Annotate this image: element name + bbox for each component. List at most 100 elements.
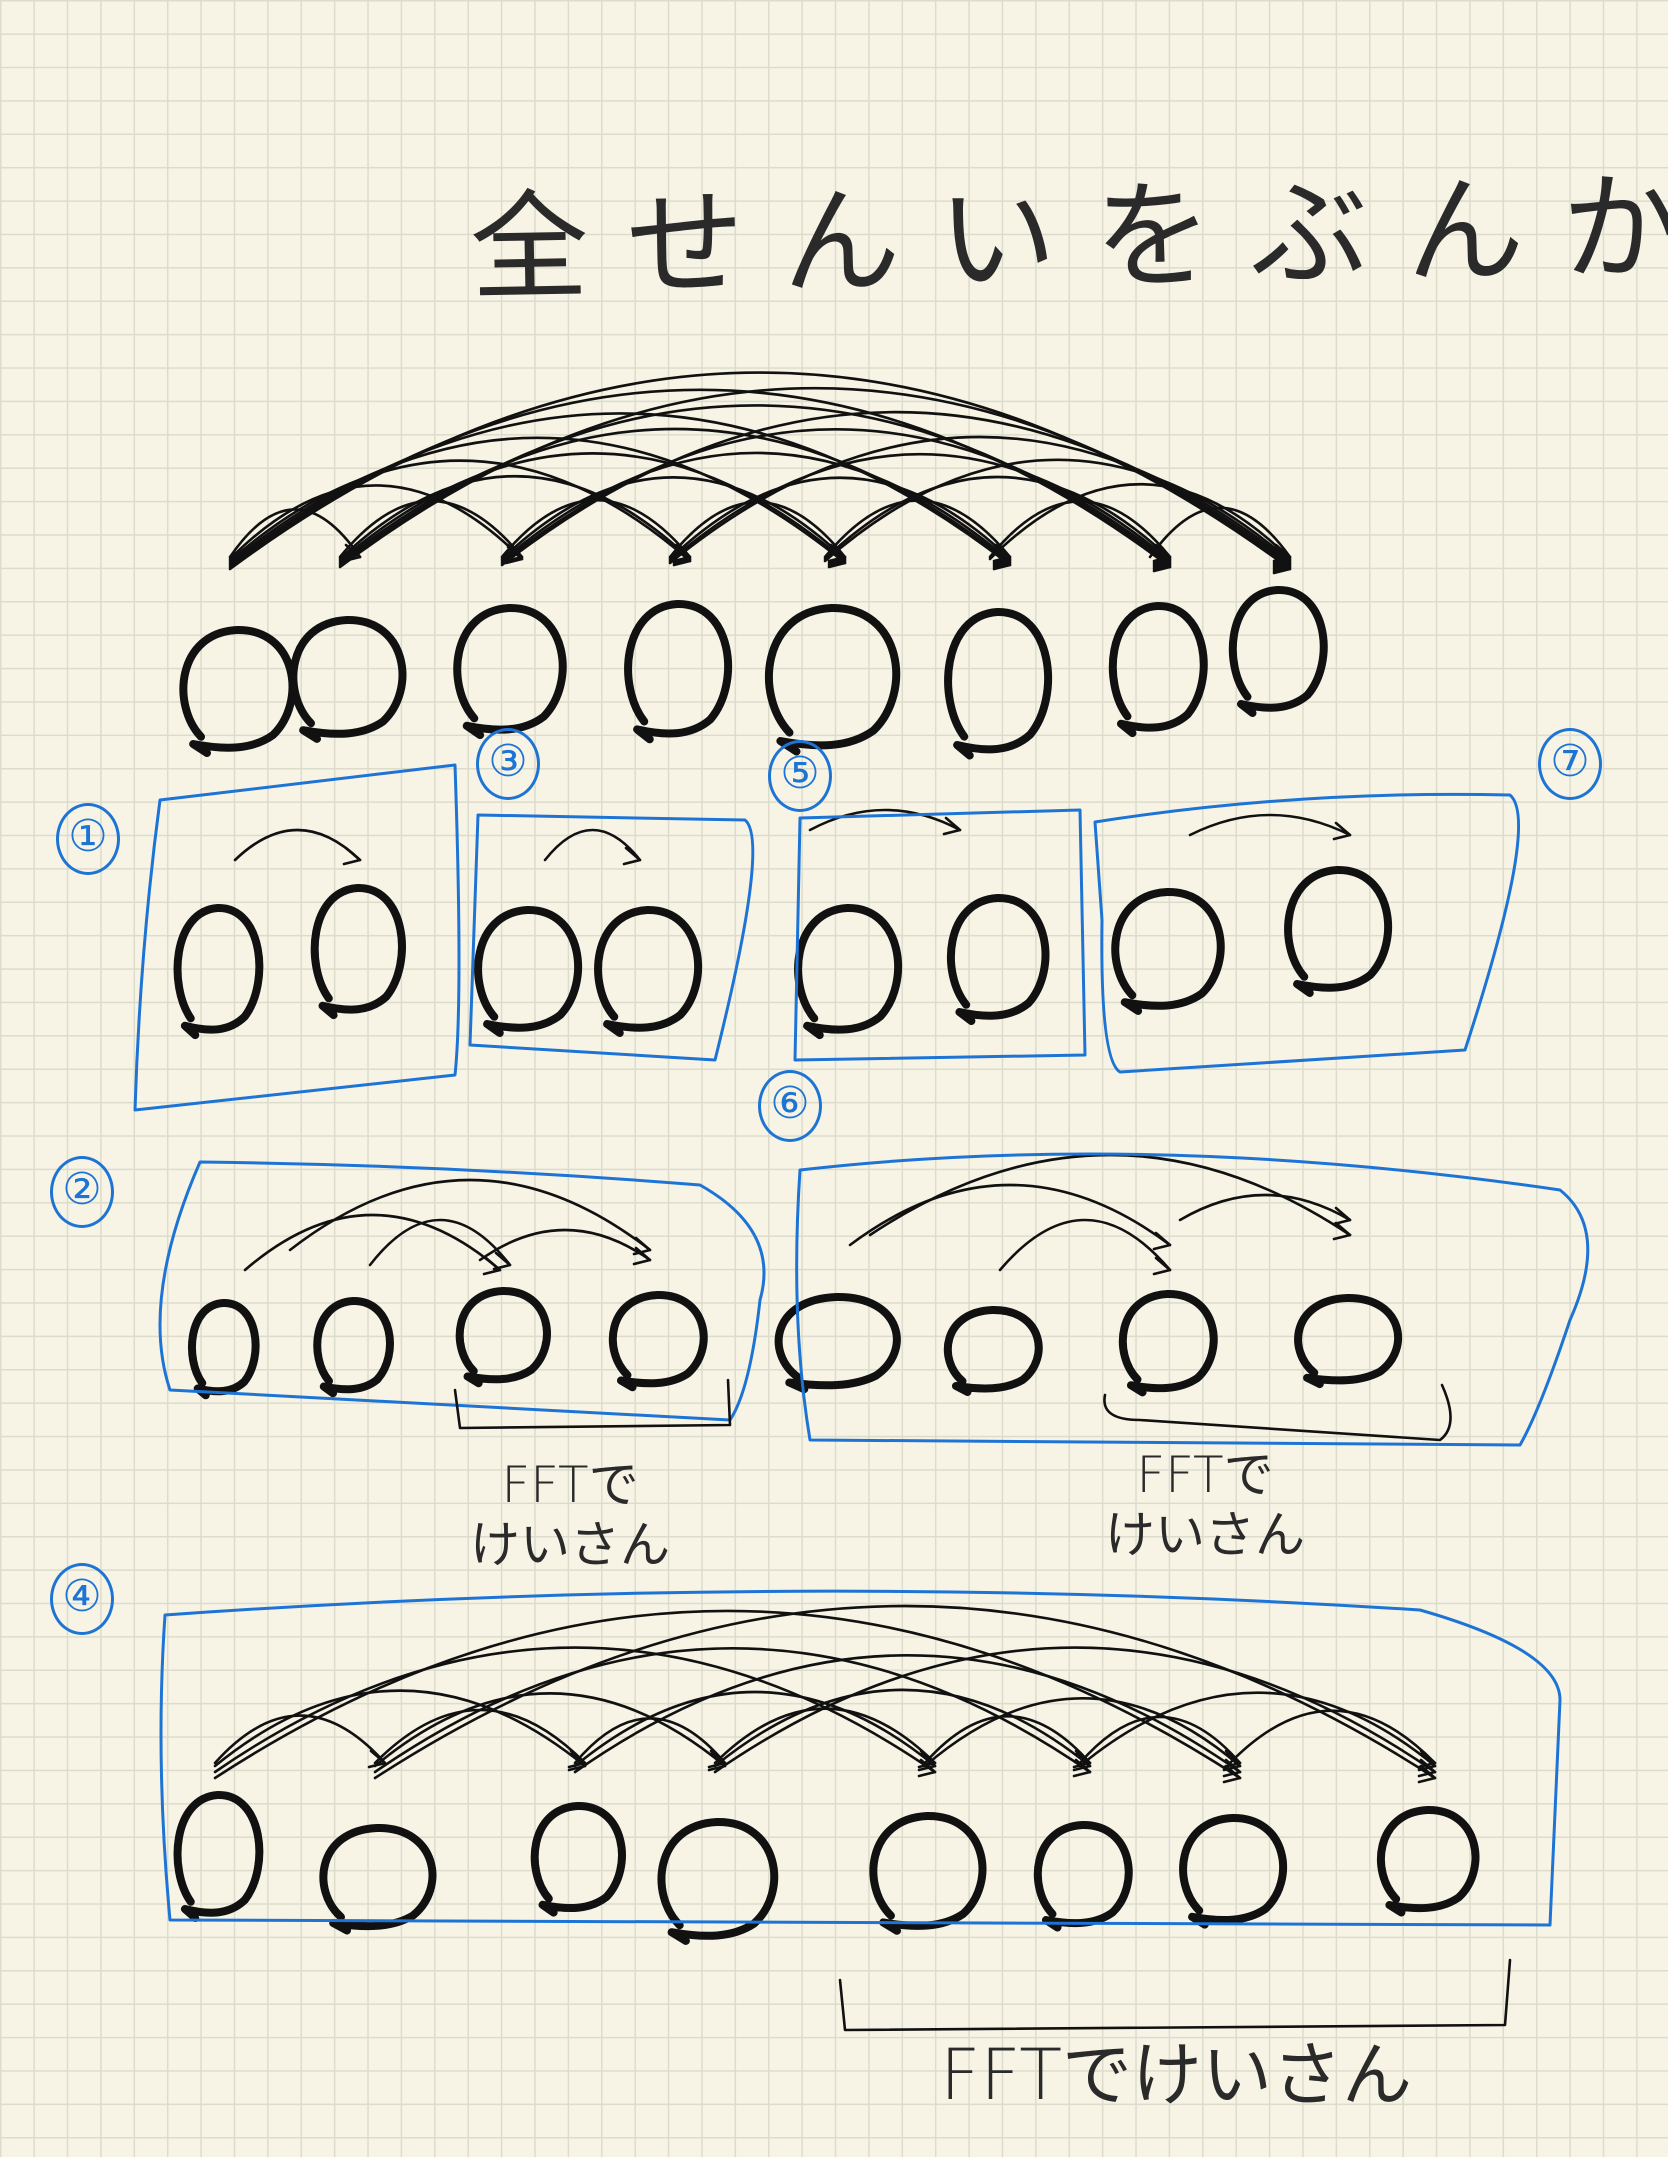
top-arc-9 <box>338 475 692 561</box>
top-arc-10 <box>338 452 847 563</box>
top-arc-25 <box>823 458 1292 563</box>
group-box-7 <box>1093 792 1521 1074</box>
node-pair-6 <box>946 893 1050 1025</box>
node-final-7 <box>1179 1813 1288 1929</box>
top-arc-21 <box>668 453 1172 563</box>
bracket-layer <box>453 1378 1512 2032</box>
group-box-layer <box>133 763 1590 1927</box>
final-arc-4-head <box>1222 1764 1242 1784</box>
step-ring-1 <box>56 803 120 875</box>
final-arc-16 <box>923 1697 1242 1768</box>
final-arc-17 <box>1078 1715 1242 1765</box>
final-arc-1 <box>213 1714 387 1765</box>
node-top-2 <box>289 615 407 743</box>
pair-arc-4-head <box>1332 821 1352 841</box>
node-top-6 <box>944 607 1053 760</box>
node-quad-2 <box>313 1296 394 1398</box>
node-quad-4 <box>608 1290 708 1392</box>
fft-note-left-line1: FFTで <box>501 1456 639 1514</box>
top-arc-14 <box>500 499 692 559</box>
top-arc-16 <box>500 451 1012 563</box>
node-final-8 <box>1376 1805 1480 1917</box>
pair-arc-1 <box>233 828 362 862</box>
step-ring-5 <box>768 740 832 812</box>
pair-arc-4 <box>1188 813 1352 837</box>
final-arc-18-head <box>1417 1752 1437 1772</box>
node-quad-3 <box>455 1286 551 1388</box>
node-top-5 <box>765 603 901 756</box>
final-arc-10-head <box>917 1752 937 1772</box>
final-arc-19 <box>1228 1709 1437 1765</box>
top-arc-4-head <box>827 549 847 569</box>
fft-note-bottom: FFTでけいさん <box>940 2034 1413 2116</box>
group-box-2 <box>158 1160 766 1422</box>
node-pair-7 <box>1111 887 1225 1015</box>
quad-arc-1-head <box>482 1256 502 1276</box>
fft-note-left: FFTで けいさん <box>470 1455 670 1575</box>
quad-arc-6-head <box>1332 1221 1352 1241</box>
final-arc-2 <box>213 1689 587 1768</box>
node-pair-4 <box>594 905 703 1037</box>
group-box-6 <box>795 1152 1590 1447</box>
transition-arc-layer <box>213 371 1437 1784</box>
node-pair-5 <box>794 903 903 1040</box>
pair-arc-3 <box>808 808 962 832</box>
quad-arc-3-head <box>492 1251 512 1271</box>
top-arc-27-head <box>1272 545 1292 565</box>
node-final-1 <box>173 1790 264 1922</box>
quad-arc-4 <box>478 1228 652 1262</box>
step-ring-3 <box>476 728 540 800</box>
fft-bracket-right <box>1103 1383 1452 1442</box>
top-arc-17-head <box>1152 549 1172 569</box>
group-box-4 <box>159 1589 1562 1927</box>
final-arc-16-head <box>1222 1752 1242 1772</box>
top-arc-26-head <box>1152 543 1172 563</box>
fft-note-right: FFTで けいさん <box>1105 1445 1305 1565</box>
quad-arc-8 <box>1178 1193 1352 1222</box>
quad-arc-8-head <box>1332 1206 1352 1226</box>
step-ring-2 <box>50 1156 114 1228</box>
fft-note-right-line2: けいさん <box>1105 1506 1305 1564</box>
quad-arc-7-head <box>1152 1256 1172 1276</box>
node-pair-2 <box>310 883 406 1020</box>
final-arc-8 <box>373 1604 1437 1780</box>
top-arc-28-head <box>1272 543 1292 563</box>
group-box-1 <box>133 763 461 1112</box>
node-layer <box>173 585 1480 1945</box>
node-quad-6 <box>943 1305 1043 1396</box>
final-arc-8-head <box>1417 1764 1437 1784</box>
top-arc-1 <box>228 508 362 559</box>
final-arc-15 <box>923 1715 1092 1765</box>
final-arc-19-head <box>1417 1749 1437 1769</box>
top-arc-20 <box>668 476 1012 561</box>
group-box-3 <box>468 813 755 1062</box>
top-arc-16-head <box>992 547 1012 567</box>
top-arc-28 <box>1148 506 1292 559</box>
final-arc-18 <box>1078 1691 1437 1768</box>
final-arc-6 <box>373 1692 727 1768</box>
node-top-1 <box>179 625 297 757</box>
top-arc-24-head <box>1152 545 1172 565</box>
pair-arc-3-head <box>942 816 962 836</box>
node-pair-3 <box>474 905 583 1037</box>
top-arc-25-head <box>1272 547 1292 567</box>
page-title: 全せんいをぶんかい <box>469 154 1668 318</box>
final-arc-13-head <box>1072 1752 1092 1772</box>
node-quad-5 <box>774 1292 901 1394</box>
quad-arc-5 <box>848 1183 1172 1247</box>
quad-arc-1 <box>243 1213 502 1272</box>
top-arc-22-head <box>1272 549 1292 569</box>
node-final-2 <box>319 1823 437 1935</box>
top-arc-27 <box>988 482 1292 561</box>
step-ring-4 <box>50 1563 114 1635</box>
fft-note-left-line2: けいさん <box>470 1516 670 1574</box>
top-arc-22 <box>668 435 1292 565</box>
final-arc-12 <box>713 1707 937 1765</box>
pair-arc-1-head <box>342 846 362 866</box>
final-arc-7 <box>373 1647 1092 1774</box>
top-arc-2 <box>228 484 524 561</box>
fft-bracket-bottom <box>838 1958 1512 2032</box>
node-quad-7 <box>1118 1289 1218 1397</box>
quad-arc-2 <box>288 1178 652 1252</box>
